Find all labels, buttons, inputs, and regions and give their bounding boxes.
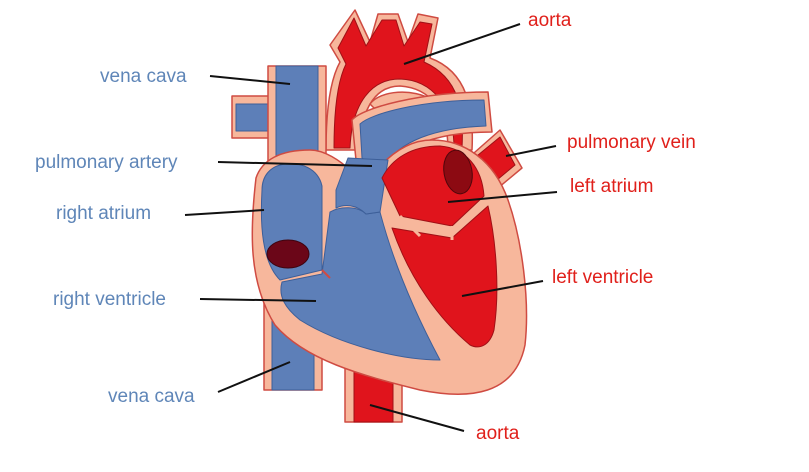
leader-left-ventricle (461, 280, 544, 297)
label-right-ventricle: right ventricle (53, 289, 166, 310)
leader-vena-cava-top (209, 75, 291, 85)
leader-aorta-bottom (369, 404, 465, 432)
leader-left-atrium (447, 191, 558, 203)
leader-pulmonary-artery (217, 161, 373, 167)
label-left-ventricle: left ventricle (552, 267, 653, 288)
label-aorta-bottom: aorta (476, 423, 520, 444)
label-right-atrium: right atrium (56, 203, 151, 224)
leader-pulmonary-vein (505, 145, 557, 157)
leader-right-ventricle (199, 298, 317, 302)
label-aorta-top: aorta (528, 10, 572, 31)
right-atrium-opening (266, 239, 310, 269)
label-left-atrium: left atrium (570, 176, 653, 197)
label-vena-cava-bottom: vena cava (108, 386, 195, 407)
left-ventricle (391, 205, 498, 348)
pulmonary-vein-opening (443, 149, 473, 195)
pulmonary-trunk (351, 91, 493, 179)
leader-right-atrium (184, 209, 265, 216)
label-vena-cava-top: vena cava (100, 66, 187, 87)
label-pulmonary-artery: pulmonary artery (35, 152, 178, 173)
label-pulmonary-vein: pulmonary vein (567, 132, 696, 153)
leader-aorta-top (403, 23, 521, 65)
pulmonary-valve-region (335, 157, 389, 215)
leader-vena-cava-bottom (217, 361, 291, 393)
